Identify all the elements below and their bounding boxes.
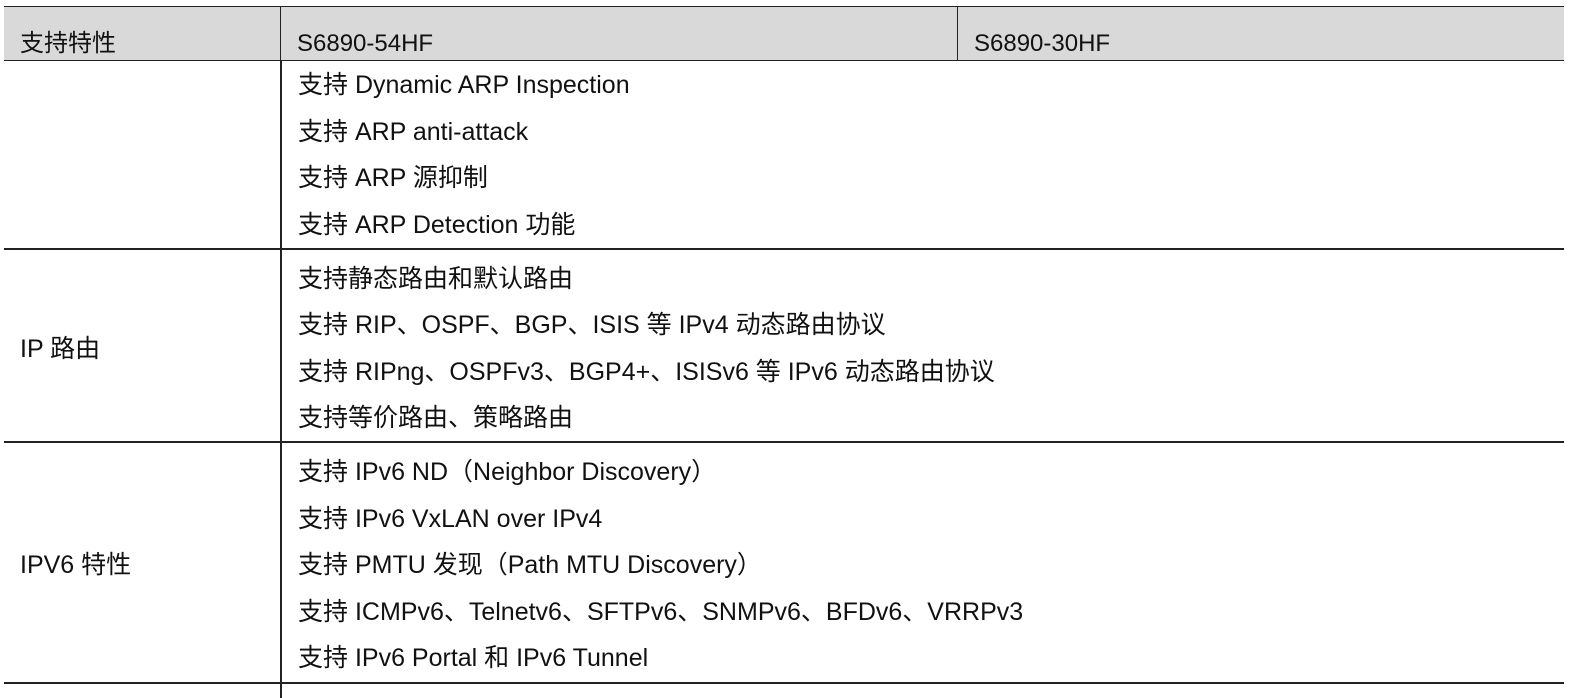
header-model-s6890-30hf: S6890-30HF: [957, 7, 1564, 60]
row-ip-routing-item-1: 支持静态路由和默认路由: [298, 265, 574, 293]
row-ipv6-item-3: 支持 PMTU 发现（Path MTU Discovery）: [298, 551, 762, 579]
row-arp-item-4: 支持 ARP Detection 功能: [298, 211, 576, 239]
table-header-row: 支持特性 S6890-54HF S6890-30HF: [4, 6, 1564, 61]
row-ipv6-item-4: 支持 ICMPv6、Telnetv6、SFTPv6、SNMPv6、BFDv6、V…: [298, 598, 1024, 626]
row-arp-item-1: 支持 Dynamic ARP Inspection: [298, 71, 630, 99]
row-divider: [4, 441, 1564, 443]
spec-table: 支持特性 S6890-54HF S6890-30HF 支持 Dynamic AR…: [4, 6, 1564, 698]
row-ipv6-item-2: 支持 IPv6 VxLAN over IPv4: [298, 505, 603, 533]
row-arp-item-3: 支持 ARP 源抑制: [298, 164, 488, 192]
header-feature-column: 支持特性: [20, 30, 116, 57]
row-divider: [4, 682, 1564, 684]
row-ipv6-item-1: 支持 IPv6 ND（Neighbor Discovery）: [298, 458, 717, 486]
header-model-s6890-54hf: S6890-54HF: [280, 7, 957, 60]
row-ip-routing-feature: IP 路由: [20, 335, 101, 363]
row-arp-item-2: 支持 ARP anti-attack: [298, 118, 529, 146]
row-ipv6-feature: IPV6 特性: [20, 551, 132, 579]
column-divider: [280, 61, 282, 698]
row-ip-routing-item-3: 支持 RIPng、OSPFv3、BGP4+、ISISv6 等 IPv6 动态路由…: [298, 358, 995, 386]
row-divider: [4, 248, 1564, 250]
row-ipv6-item-5: 支持 IPv6 Portal 和 IPv6 Tunnel: [298, 644, 649, 672]
row-ip-routing-item-2: 支持 RIP、OSPF、BGP、ISIS 等 IPv4 动态路由协议: [298, 311, 886, 339]
row-ip-routing-item-4: 支持等价路由、策略路由: [298, 404, 574, 432]
